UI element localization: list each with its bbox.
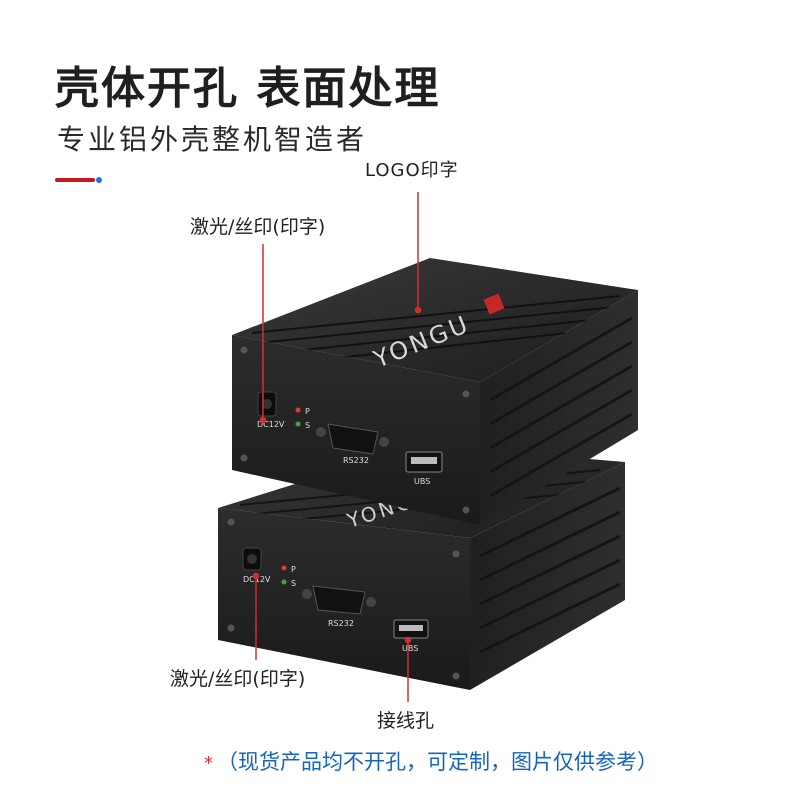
upper-led-s [295, 421, 301, 427]
upper-led-p [295, 407, 301, 413]
upper-enclosure: DC12V P S RS232 UBS YONGU [232, 258, 638, 525]
lower-side-face [470, 462, 625, 690]
footnote-text: （现货产品均不开孔，可定制，图片仅供参考） [217, 750, 658, 774]
svg-text:UBS: UBS [414, 477, 430, 486]
svg-text:S: S [305, 421, 310, 430]
upper-top-face [232, 258, 638, 382]
label-logo-print: LOGO印字 [365, 160, 459, 181]
page-subtitle: 专业铝外壳整机智造者 [57, 123, 368, 156]
accent-bar [55, 178, 95, 182]
upper-dc-label: DC12V [257, 420, 285, 429]
svg-text:P: P [305, 407, 310, 416]
svg-text:S: S [291, 579, 296, 588]
lower-dc-label: DC12V [243, 575, 271, 584]
accent-dot [96, 177, 102, 183]
lower-screws [227, 518, 460, 680]
footnote: *（现货产品均不开孔，可定制，图片仅供参考） [204, 746, 658, 776]
label-laser-print-top: 激光/丝印(印字) [190, 216, 326, 238]
page-title: 壳体开孔 表面处理 [55, 63, 441, 114]
lower-led-p [281, 565, 287, 571]
svg-text:RS232: RS232 [343, 456, 369, 465]
label-laser-print-bottom: 激光/丝印(印字) [170, 668, 306, 690]
svg-text:RS232: RS232 [328, 619, 354, 628]
upper-brand-logo-mark [483, 293, 505, 315]
upper-screws [240, 346, 470, 514]
lower-side-ribs [479, 486, 621, 654]
lower-rs232-port [312, 585, 366, 615]
footnote-star: * [204, 753, 213, 774]
svg-text:UBS: UBS [402, 644, 418, 653]
upper-rs232-port [327, 423, 379, 455]
upper-side-ribs [489, 316, 633, 498]
lower-led-s [281, 579, 287, 585]
leader-lines [252, 192, 422, 702]
label-wiring-hole: 接线孔 [377, 710, 435, 732]
svg-text:P: P [291, 565, 296, 574]
